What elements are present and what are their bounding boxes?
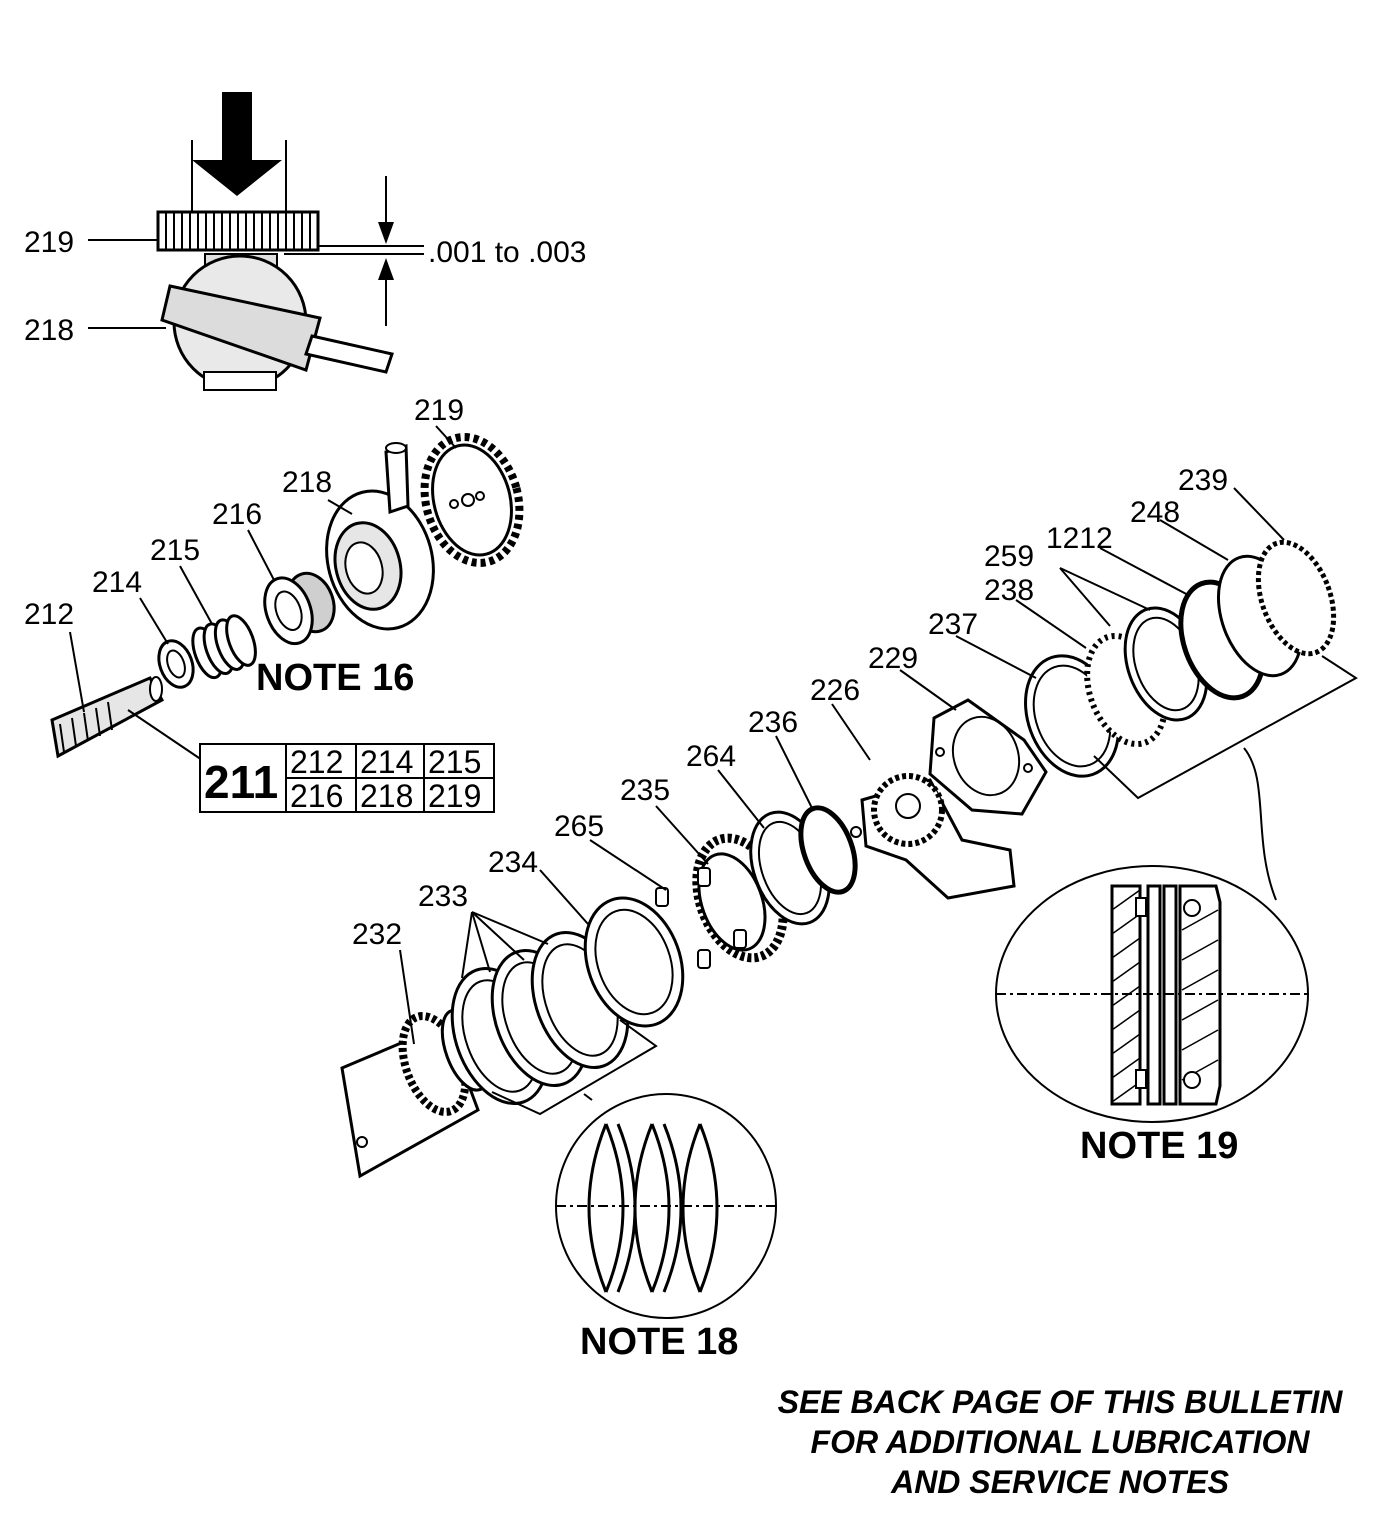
callout-216: 216: [212, 498, 262, 531]
press-fit-detail: 219 218 .001 to .003: [24, 92, 586, 391]
callout-234: 234: [488, 846, 538, 879]
note-16-label: NOTE 16: [256, 657, 414, 699]
kit-211-table: 211 212 214 215 216 218 219: [199, 743, 495, 814]
note-19-detail: NOTE 19: [995, 655, 1358, 1167]
callout-265: 265: [554, 810, 604, 843]
note-18-label: NOTE 18: [580, 1321, 738, 1363]
callout-214: 214: [92, 566, 142, 599]
callout-215: 215: [150, 534, 200, 567]
callout-259: 259: [984, 540, 1034, 573]
gear-219: [420, 433, 524, 567]
kit-cell: 216: [290, 778, 343, 814]
note-18-detail: NOTE 18: [491, 1019, 777, 1363]
shaft-group: 212 214 215 216 218 219 NOTE 16: [24, 394, 524, 761]
sleeve-216: [263, 571, 336, 646]
press-arrow-icon: [192, 92, 282, 196]
callout-219: 219: [414, 394, 464, 427]
cam-plate-226: [850, 773, 1016, 900]
kit-cell: 215: [428, 744, 481, 780]
dimension-arrow-down-icon: [378, 222, 394, 244]
clutch-assembly: 232 233 234 265 235 264 236 226 229 237 …: [340, 464, 1337, 1179]
callout-237: 237: [928, 608, 978, 641]
kit-number: 211: [204, 756, 278, 808]
kit-cell: 218: [360, 778, 413, 814]
callout-218: 218: [282, 466, 332, 499]
callout-229: 229: [868, 642, 918, 675]
clearance-spec: .001 to .003: [428, 236, 586, 269]
ring-236: [798, 805, 858, 895]
spring-215: [191, 614, 257, 680]
bearing-218: [325, 442, 435, 631]
callout-238: 238: [984, 574, 1034, 607]
callout-236: 236: [748, 706, 798, 739]
callout-239: 239: [1178, 464, 1228, 497]
detail-label-218: 218: [24, 314, 74, 347]
springs-233: [450, 931, 630, 1105]
dimension-arrow-up-icon: [378, 258, 394, 280]
ring-239: [1255, 539, 1337, 657]
callout-264: 264: [686, 740, 736, 773]
detail-label-219: 219: [24, 226, 74, 259]
note-19-label: NOTE 19: [1080, 1125, 1238, 1167]
callout-235: 235: [620, 774, 670, 807]
callout-233: 233: [418, 880, 468, 913]
kit-cell: 212: [290, 744, 343, 780]
service-notes-footer: SEE BACK PAGE OF THIS BULLETIN FOR ADDIT…: [740, 1382, 1380, 1502]
callout-1212: 1212: [1046, 522, 1113, 555]
kit-cell: 219: [428, 778, 481, 814]
callout-248: 248: [1130, 496, 1180, 529]
callout-226: 226: [810, 674, 860, 707]
pin-265: [655, 887, 669, 907]
bracket-229: [928, 698, 1048, 816]
footer-line: AND SERVICE NOTES: [891, 1464, 1229, 1500]
footer-line: SEE BACK PAGE OF THIS BULLETIN: [777, 1384, 1343, 1420]
callout-212: 212: [24, 598, 74, 631]
kit-cell: 214: [360, 744, 413, 780]
footer-line: FOR ADDITIONAL LUBRICATION: [810, 1424, 1310, 1460]
callout-232: 232: [352, 918, 402, 951]
